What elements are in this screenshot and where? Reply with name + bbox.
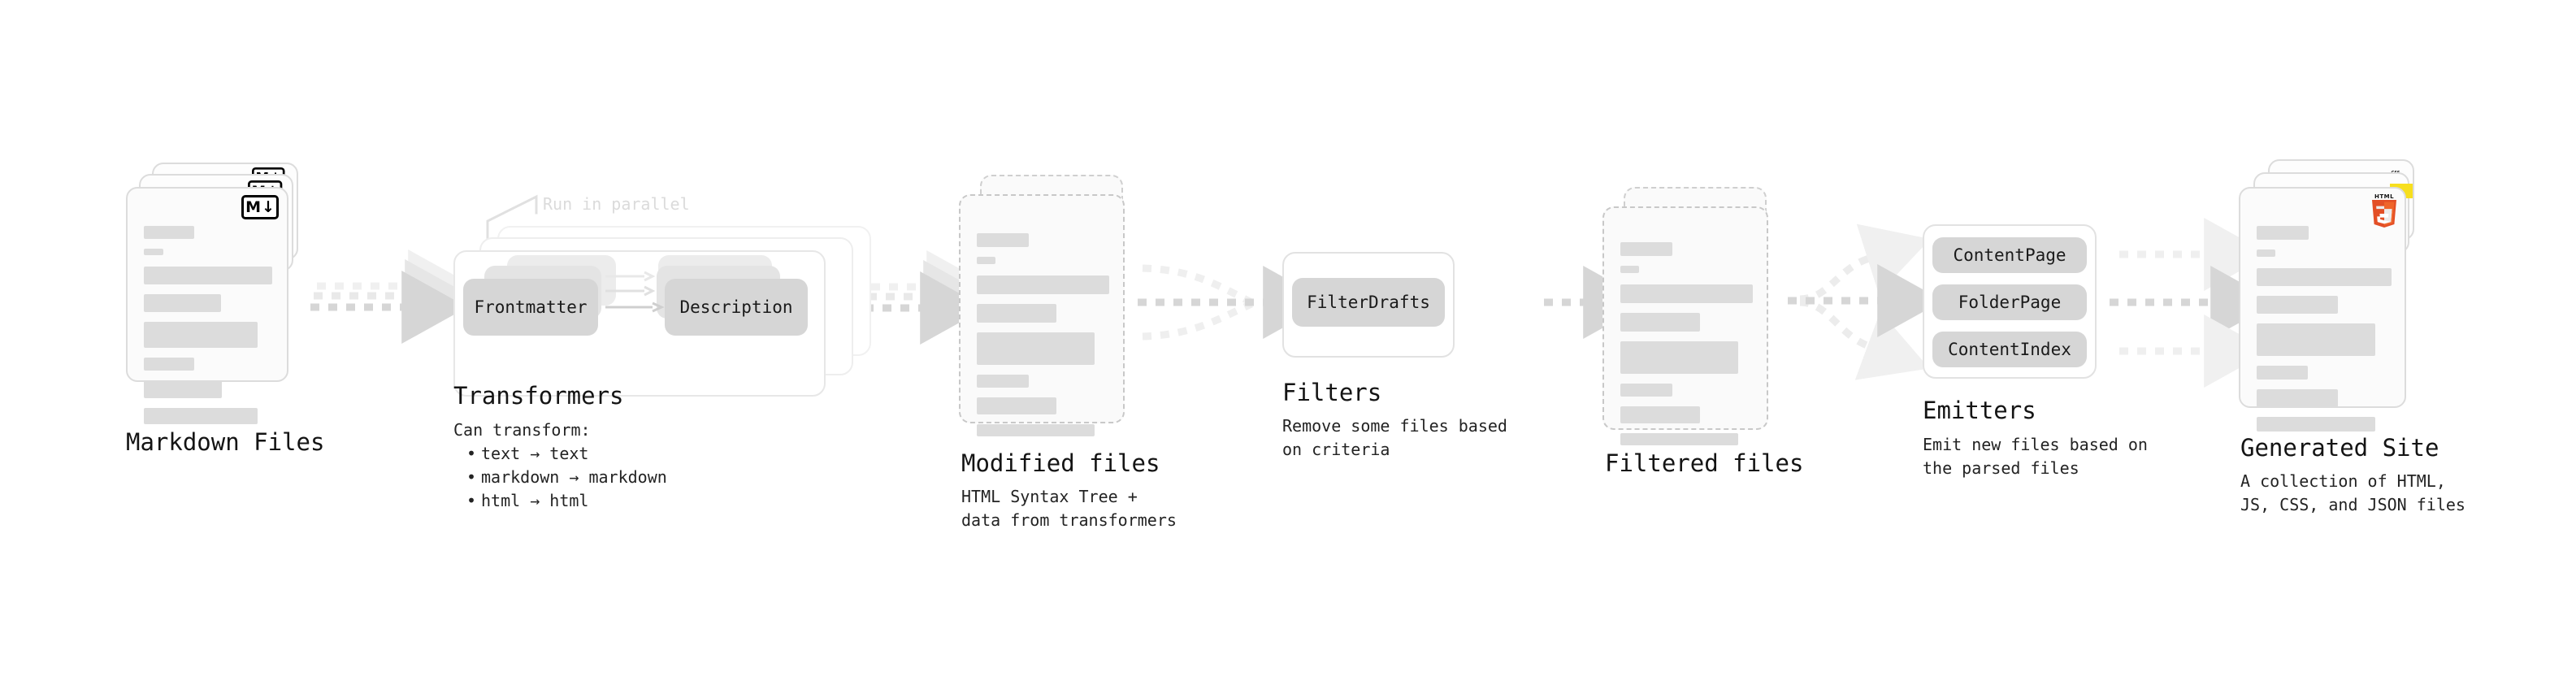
content-line [1620, 313, 1700, 332]
content-line [1620, 433, 1738, 445]
stage-transformers: Run in parallel Frontmatter Description … [0, 0, 871, 681]
content-line [144, 267, 272, 284]
content-line [977, 375, 1029, 388]
filter-chip-filterdrafts[interactable]: FilterDrafts [1292, 278, 1445, 327]
filtered-file-stack [1602, 187, 1789, 445]
content-line [2257, 389, 2338, 407]
modified-file-stack [959, 175, 1146, 436]
markdown-letter: M [245, 197, 261, 216]
stage-title-emitters: Emitters [1923, 397, 2036, 424]
markdown-file-content-lines [144, 226, 274, 434]
emitter-chip-contentpage[interactable]: ContentPage [1932, 237, 2087, 273]
list-item: text → text [466, 442, 667, 466]
stage-title-transformers: Transformers [453, 382, 624, 410]
content-line [2257, 296, 2338, 314]
generated-file-content-lines [2257, 226, 2395, 441]
content-line [977, 275, 1109, 294]
modified-file-content-lines [977, 233, 1110, 446]
stage-title-filters: Filters [1282, 379, 1382, 406]
stage-title-filtered-files: Filtered files [1605, 449, 1804, 477]
modified-files-desc: HTML Syntax Tree + data from transformer… [961, 487, 1177, 530]
markdown-file-stack: M↓ M↓ M↓ [126, 163, 305, 424]
content-line [1620, 284, 1753, 303]
generated-site-file-stack: CSS HTML [2239, 159, 2434, 432]
stage-title-modified-files: Modified files [961, 449, 1160, 477]
content-line [977, 397, 1056, 414]
content-line [977, 304, 1056, 323]
transformer-chip-description[interactable]: Description [665, 279, 808, 336]
markdown-arrow: ↓ [262, 197, 275, 216]
content-line [2257, 268, 2392, 286]
content-line [2257, 249, 2275, 257]
transformer-inner-arrows [605, 271, 665, 313]
content-line [144, 358, 194, 371]
stage-title-generated-site: Generated Site [2240, 434, 2439, 462]
transformers-bullet-list: text → text markdown → markdown html → h… [453, 442, 667, 513]
generated-site-desc: A collection of HTML, JS, CSS, and JSON … [2240, 471, 2465, 514]
content-line [977, 332, 1095, 365]
stage-title-markdown-files: Markdown Files [126, 428, 325, 456]
list-item: markdown → markdown [466, 466, 667, 489]
content-line [144, 408, 258, 424]
stage-markdown-files: M↓ M↓ M↓ Markdown Fil [0, 0, 341, 681]
emitter-chip-contentindex[interactable]: ContentIndex [1932, 332, 2087, 367]
run-in-parallel-label: Run in parallel [543, 194, 690, 214]
emitters-desc: Emit new files based on the parsed files [1923, 435, 2148, 478]
content-line [144, 294, 221, 312]
content-line [144, 249, 163, 255]
markdown-icon: M↓ [241, 195, 279, 219]
html5-icon-shield [2372, 200, 2396, 228]
markdown-file-card-front [126, 187, 288, 382]
filtered-file-content-lines [1620, 242, 1754, 455]
emitter-chip-folderpage[interactable]: FolderPage [1932, 284, 2087, 320]
content-line [144, 226, 194, 239]
content-line [2257, 366, 2308, 380]
stage-filters: FilterDrafts Filters Remove some files b… [1282, 252, 1507, 459]
content-line [977, 233, 1029, 247]
content-line [2257, 226, 2309, 240]
stage-filtered-files: Filtered files [1602, 187, 1804, 477]
stage-modified-files: Modified files HTML Syntax Tree + data f… [0, 0, 1219, 681]
content-line [1620, 266, 1639, 273]
content-line [144, 322, 258, 348]
content-line [1620, 406, 1700, 423]
list-item: html → html [466, 489, 667, 513]
transformer-chip-frontmatter[interactable]: Frontmatter [463, 279, 598, 336]
content-line [1620, 384, 1672, 397]
stage-emitters: ContentPage FolderPage ContentIndex Emit… [1923, 224, 2148, 478]
content-line [144, 380, 222, 398]
content-line [2257, 323, 2375, 356]
content-line [977, 257, 995, 264]
filters-desc: Remove some files based on criteria [1282, 416, 1507, 459]
html5-icon: HTML [2370, 193, 2398, 234]
content-line [977, 424, 1095, 436]
html5-icon-label: HTML [2374, 193, 2395, 200]
transformers-desc-lead: Can transform: [453, 420, 591, 440]
content-line [2257, 417, 2375, 432]
content-line [1620, 242, 1672, 256]
content-line [1620, 341, 1738, 374]
